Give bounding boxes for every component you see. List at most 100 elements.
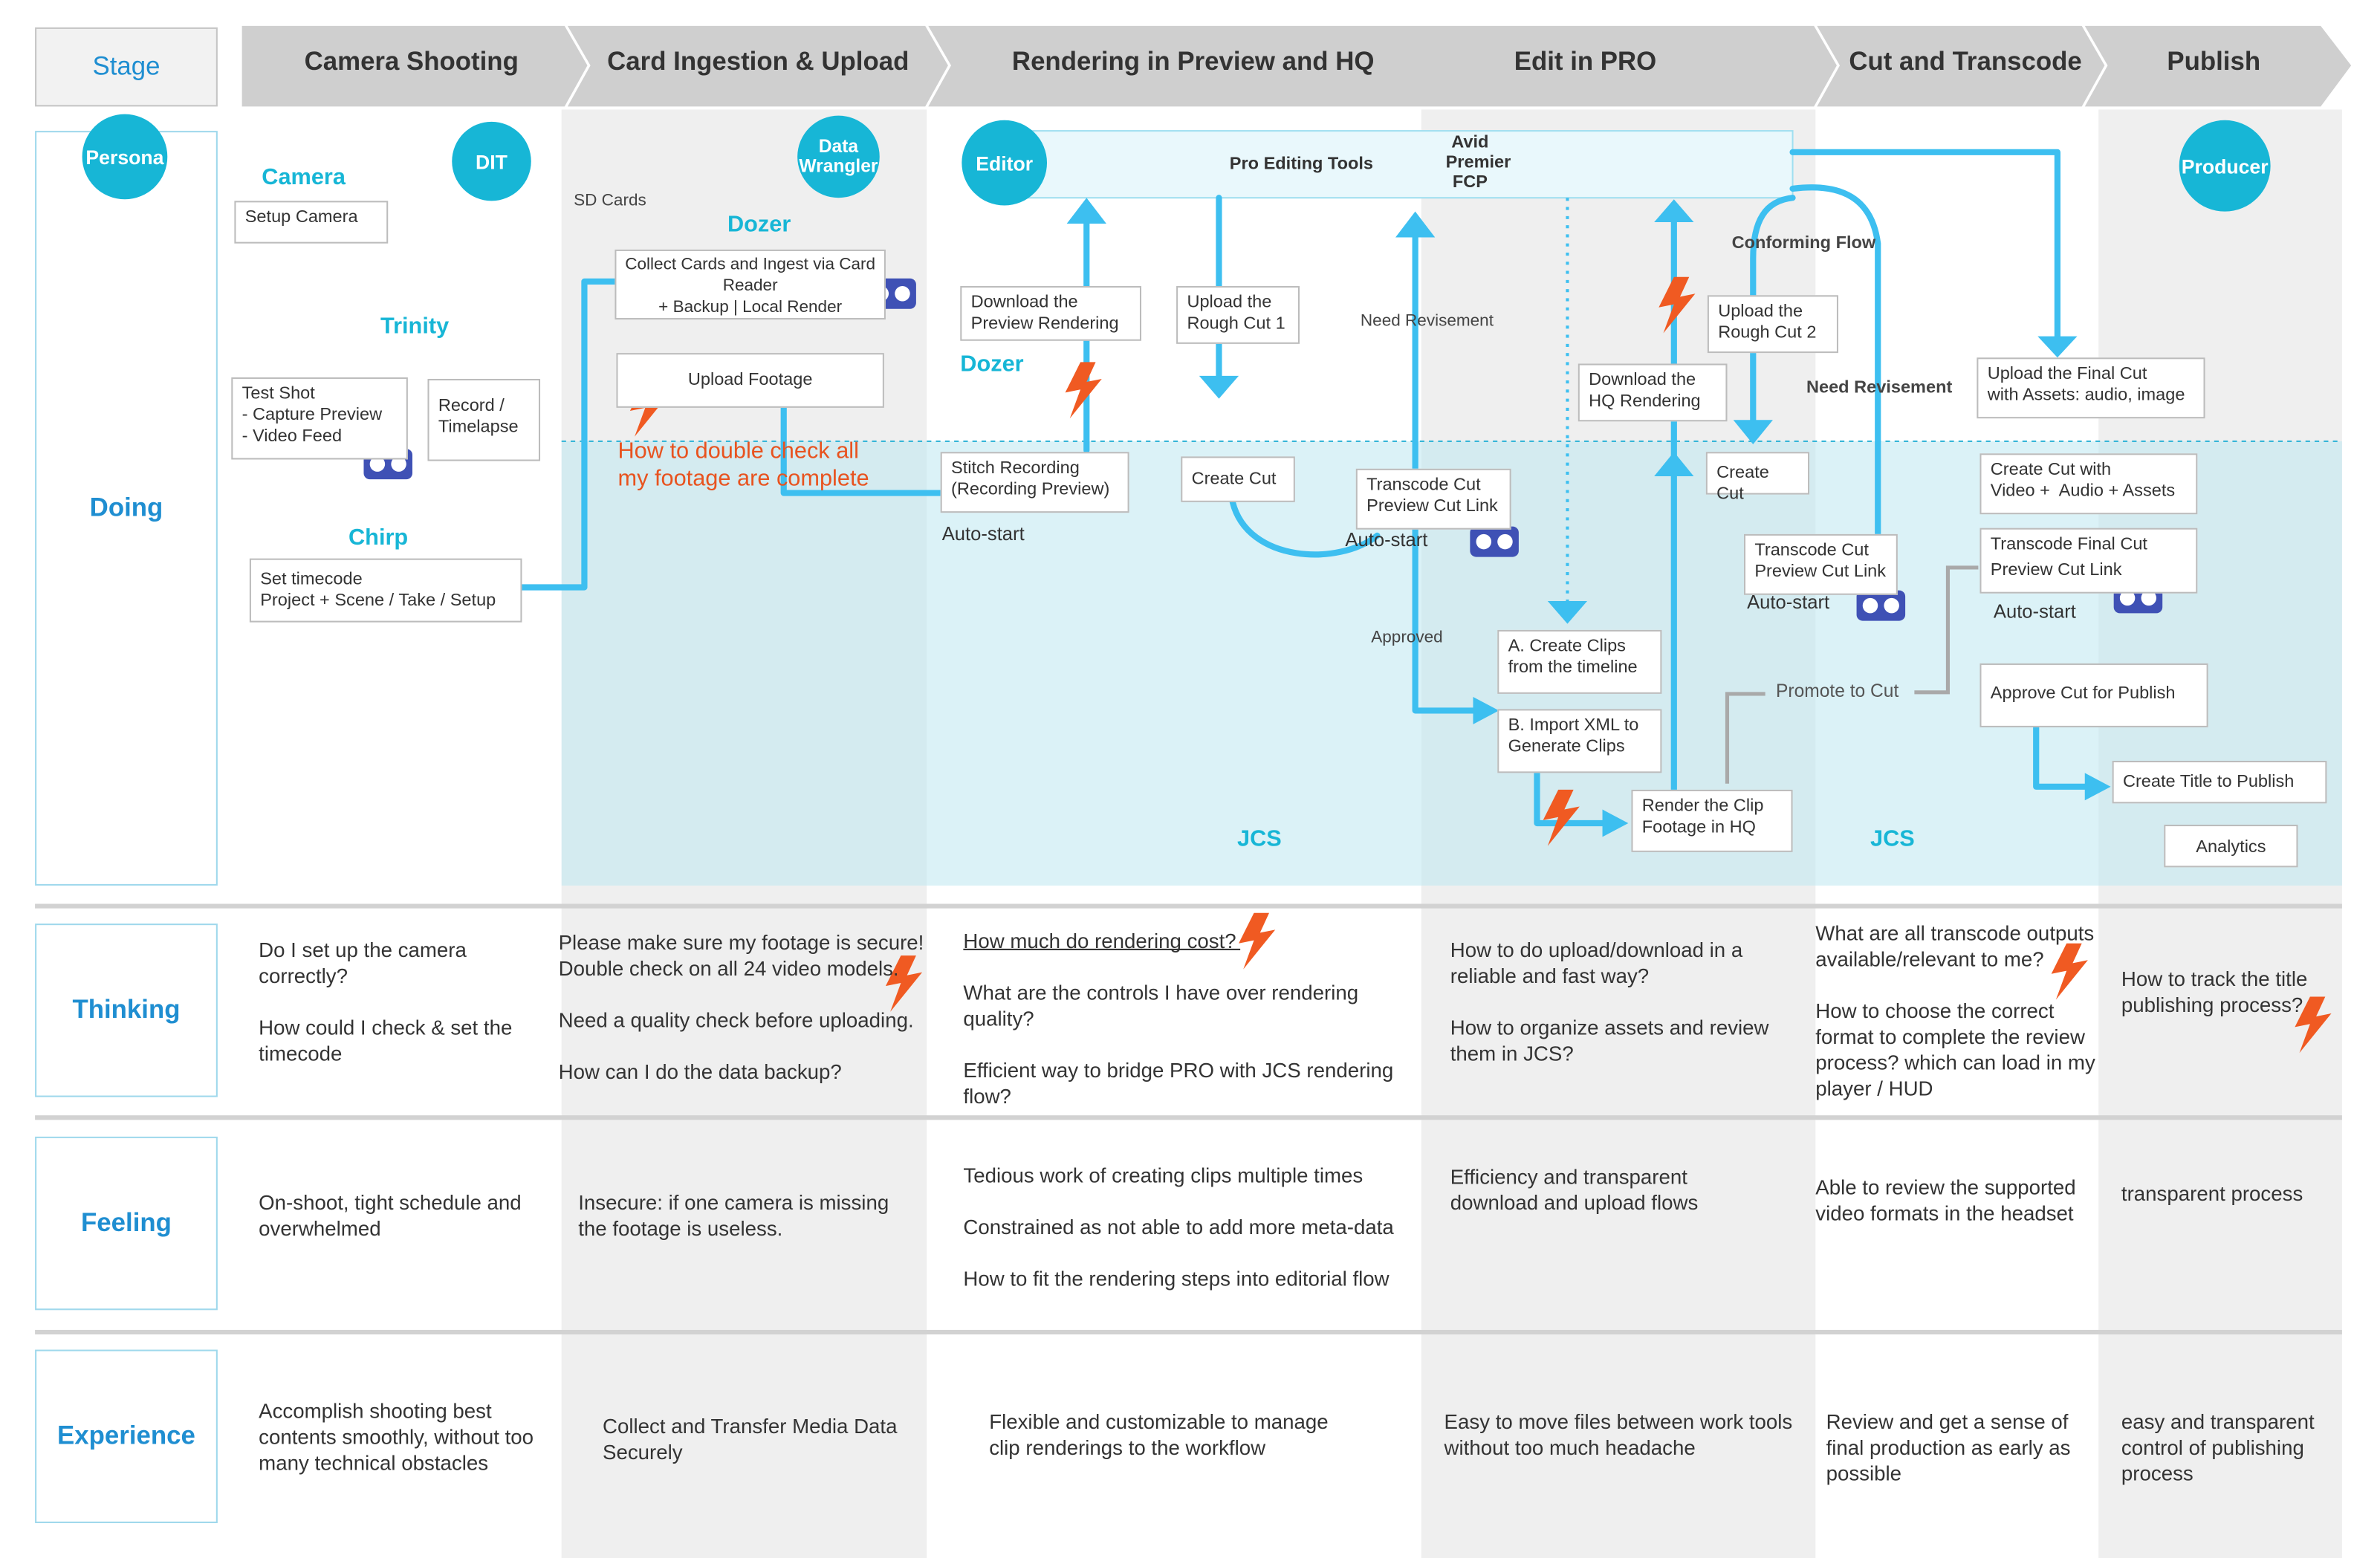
tool-camera: Camera	[262, 164, 346, 190]
vr-headset-icon	[1470, 526, 1519, 557]
persona-data-wrangler: Data Wrangler	[797, 115, 880, 198]
stage-label: Stage	[35, 27, 218, 107]
stage-card-ingestion: Card Ingestion & Upload	[607, 47, 909, 77]
pro-tools-list: Avid Premier FCP	[1445, 134, 1511, 192]
step-collect-cards: Collect Cards and Ingest via Card Reader…	[615, 249, 886, 320]
pain-point-icon	[885, 955, 923, 1012]
feeling-cell: Able to review the supported video forma…	[1815, 1176, 2076, 1225]
conforming-flow-label: Conforming Flow	[1731, 234, 1876, 253]
stage-rendering: Rendering in Preview and HQ	[1011, 47, 1375, 77]
tool-chirp: Chirp	[348, 525, 409, 551]
step-set-timecode: Set timecode Project + Scene / Take / Se…	[249, 558, 522, 623]
step-approve-publish: Approve Cut for Publish	[1979, 663, 2208, 727]
arrowhead-hq-download	[1654, 452, 1694, 477]
pain-double-check: How to double check all my footage are c…	[617, 438, 869, 492]
step-download-preview: Download the Preview Rendering	[960, 286, 1142, 341]
arrowhead-create-clips	[1547, 600, 1588, 624]
flow-approve-to-title	[2033, 724, 2091, 790]
need-revisement-label: Need Revisement	[1806, 378, 1953, 397]
flow-timecode-to-ingest	[519, 278, 618, 591]
arrowhead-create-cut-1	[1199, 375, 1239, 399]
stage-chevron-camera	[241, 25, 588, 107]
experience-cell: Accomplish shooting best contents smooth…	[259, 1400, 534, 1475]
step-transcode-cut-2: Transcode Cut Preview Cut Link	[1744, 533, 1898, 595]
pro-tools-label: Pro Editing Tools	[1229, 155, 1374, 174]
sd-cards-label: SD Cards	[574, 192, 646, 210]
thinking-cell: How to do upload/download in a reliable …	[1450, 938, 1769, 1065]
arrowhead-download	[1066, 198, 1106, 224]
lane-feeling-label: Feeling	[81, 1208, 172, 1238]
stage-chevron-cut	[1817, 25, 2105, 107]
pain-point-icon	[2051, 943, 2088, 1000]
flow-pro-to-create-cut-2	[1750, 195, 1796, 426]
promote-to-cut-label: Promote to Cut	[1776, 680, 1899, 702]
thinking-cell: Do I set up the camera correctly? How co…	[259, 938, 513, 1065]
step-transcode-cut-1: Transcode Cut Preview Cut Link	[1355, 468, 1511, 530]
tool-trinity: Trinity	[380, 313, 450, 340]
arrowhead-pro-from-transcode	[1395, 211, 1436, 238]
lane-thinking-label: Thinking	[72, 995, 181, 1025]
thinking-cell: What are all transcode outputs available…	[1815, 922, 2095, 1100]
thinking-cell: How much do rendering cost? What are the…	[963, 929, 1394, 1108]
tool-jcs: JCS	[1870, 826, 1915, 852]
feeling-cell: Efficiency and transparent download and …	[1450, 1165, 1699, 1215]
pain-point-icon	[1239, 912, 1276, 970]
need-revisement-label: Need Revisement	[1360, 311, 1494, 331]
experience-cell: easy and transparent control of publishi…	[2121, 1410, 2315, 1485]
stage-chevron-ingestion	[567, 25, 948, 107]
step-transcode-final: Transcode Final Cut Preview Cut Link	[1979, 528, 2198, 594]
lane-divider	[35, 1329, 2342, 1335]
step-create-cut-assets: Create Cut with Video + Audio + Assets	[1979, 453, 2198, 515]
feeling-cell: transparent process	[2121, 1182, 2303, 1206]
auto-start-label: Auto-start	[1345, 529, 1428, 551]
arrowhead-create-cut-2	[1733, 420, 1773, 445]
arrowhead-render	[1602, 809, 1629, 837]
step-create-title: Create Title to Publish	[2112, 761, 2327, 804]
lane-doing-label: Doing	[89, 493, 163, 522]
experience-cell: Easy to move files between work tools wi…	[1444, 1410, 1793, 1460]
pro-tools-bar	[1003, 130, 1794, 199]
step-create-cut-2: Create Cut	[1705, 452, 1810, 504]
tool-jcs: JCS	[1237, 826, 1282, 852]
step-upload-footage: Upload Footage	[616, 353, 884, 408]
experience-cell: Review and get a sense of final producti…	[1826, 1410, 2071, 1485]
pain-point-icon	[1543, 789, 1580, 846]
step-test-shot: Test Shot - Capture Preview - Video Feed	[231, 377, 408, 460]
tool-dozer: Dozer	[960, 351, 1024, 377]
flow-pro-to-final	[1789, 149, 2060, 341]
step-upload-final-cut: Upload the Final Cut with Assets: audio,…	[1977, 357, 2205, 419]
stage-label-text: Stage	[92, 51, 160, 81]
lane-experience-label: Experience	[57, 1421, 195, 1450]
step-download-hq: Download the HQ Rendering	[1578, 363, 1728, 422]
lane-feeling: Feeling	[35, 1136, 218, 1311]
stage-edit-pro: Edit in PRO	[1514, 47, 1657, 77]
flow-import-to-render	[1534, 770, 1607, 827]
feeling-cell: Insecure: if one camera is missing the f…	[578, 1191, 889, 1241]
step-analytics: Analytics	[2164, 825, 2298, 868]
connector-render-to-promote	[1725, 692, 1765, 784]
lane-divider	[35, 903, 2342, 909]
pain-point-icon	[2295, 996, 2332, 1054]
lane-divider	[35, 1115, 2342, 1120]
thinking-cell: How to track the title publishing proces…	[2121, 967, 2308, 1017]
lane-doing: Doing	[35, 131, 218, 886]
tool-dozer: Dozer	[727, 211, 791, 238]
vr-headset-icon	[1856, 590, 1906, 621]
auto-start-label: Auto-start	[1747, 591, 1830, 614]
stage-publish: Publish	[2167, 47, 2261, 77]
step-import-xml: B. Import XML to Generate Clips	[1497, 709, 1662, 773]
lane-thinking: Thinking	[35, 924, 218, 1097]
arrowhead-pro-from-render	[1654, 199, 1694, 223]
connector-promote-to-transcode	[1914, 565, 1979, 695]
flow-cut-to-transcode	[1229, 499, 1381, 558]
experience-cell: Flexible and customizable to manage clip…	[989, 1410, 1329, 1460]
persona-badge: Persona	[82, 114, 168, 200]
stage-cut-transcode: Cut and Transcode	[1849, 47, 2082, 77]
auto-start-label: Auto-start	[1993, 600, 2076, 623]
stage-chevron-publish	[2084, 25, 2352, 107]
lane-experience: Experience	[35, 1349, 218, 1524]
experience-cell: Collect and Transfer Media Data Securely	[603, 1415, 898, 1464]
persona-editor: Editor	[962, 120, 1048, 206]
flow-approved	[1412, 468, 1479, 714]
